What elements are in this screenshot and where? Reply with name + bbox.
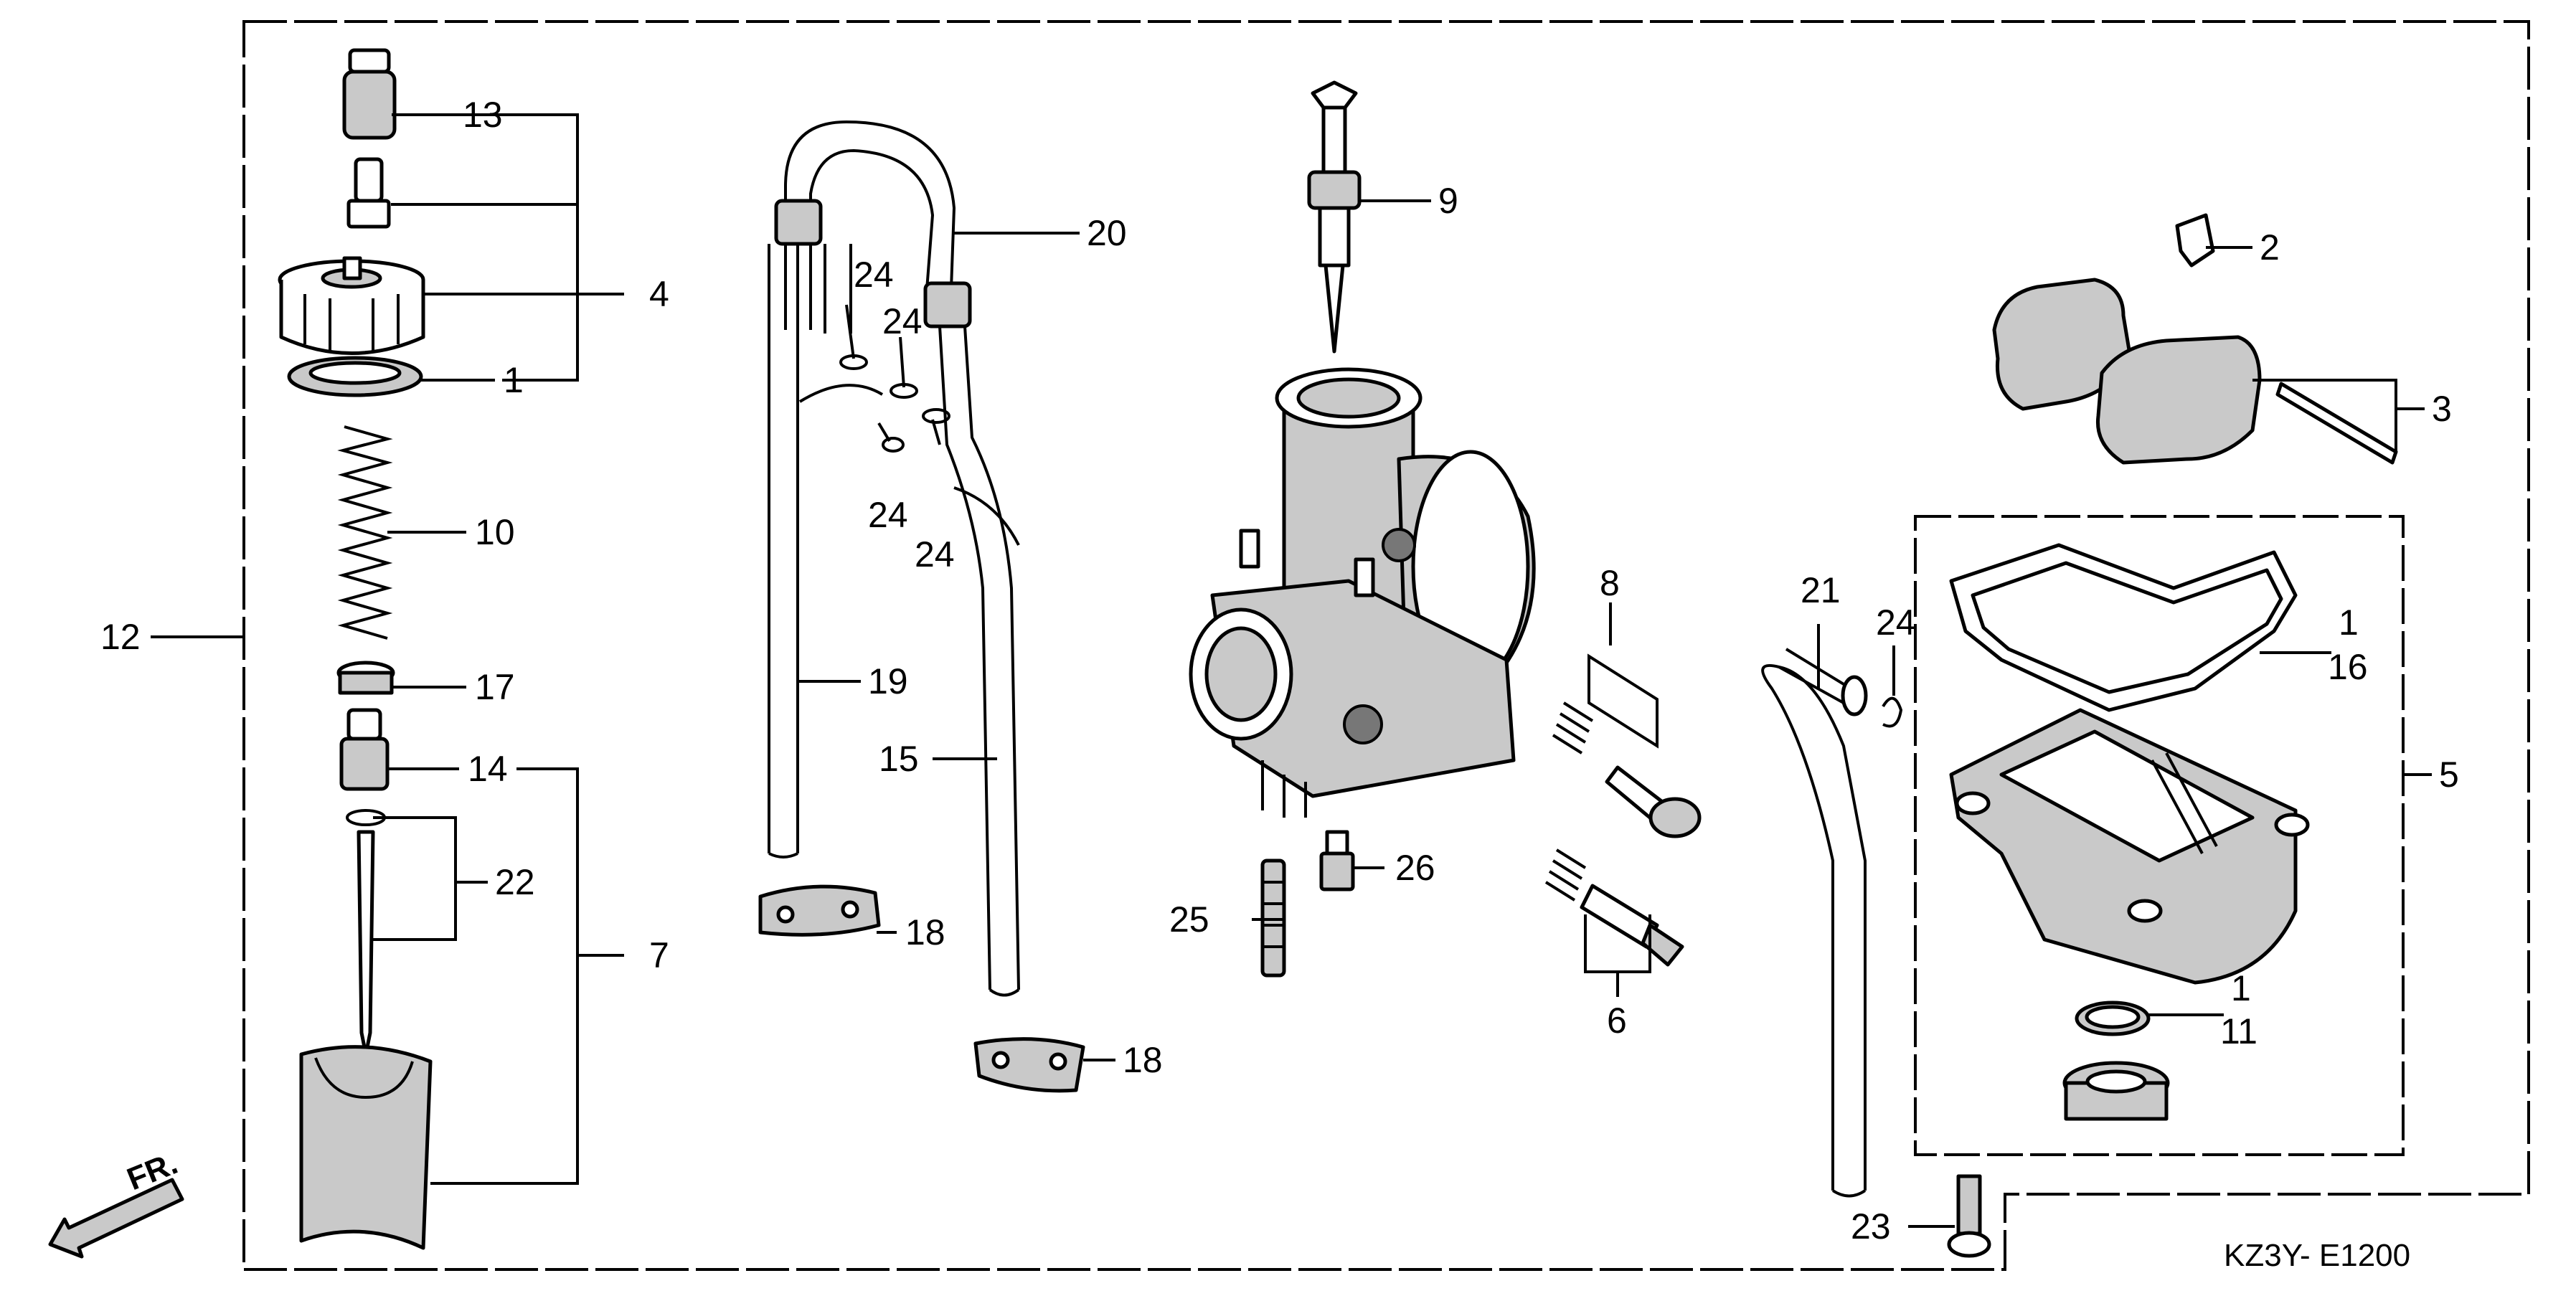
callout-1-gasket: 1 xyxy=(2339,602,2359,643)
callout-23: 23 xyxy=(1851,1206,1891,1247)
part-18-plate-lower xyxy=(973,1037,1085,1093)
callout-20: 20 xyxy=(1087,213,1127,253)
callout-21: 21 xyxy=(1801,570,1841,610)
callout-24-a: 24 xyxy=(854,255,894,295)
callout-6: 6 xyxy=(1607,1001,1627,1041)
callout-7: 7 xyxy=(649,935,669,975)
part-2-float-valve xyxy=(2175,213,2215,268)
callout-25: 25 xyxy=(1169,899,1209,940)
callout-15: 15 xyxy=(879,739,919,779)
callout-24-b: 24 xyxy=(882,301,923,341)
part-6-stop-screw xyxy=(1544,848,1684,967)
part-7-throttle-valve xyxy=(299,1045,433,1250)
diagram-code: KZ3Y- E1200 xyxy=(2224,1238,2410,1273)
part-10-spring xyxy=(337,425,393,640)
callout-8: 8 xyxy=(1600,563,1620,603)
part-22-jet-needle xyxy=(346,809,386,1056)
callout-12: 12 xyxy=(100,617,141,657)
callout-17: 17 xyxy=(475,667,515,707)
callout-1-top: 1 xyxy=(504,360,524,400)
leader-lines xyxy=(151,113,2432,1228)
callout-4: 4 xyxy=(649,274,669,314)
part-3-float xyxy=(1992,278,2398,465)
callout-10: 10 xyxy=(475,512,515,552)
callout-2: 2 xyxy=(2260,227,2280,268)
callout-16: 16 xyxy=(2328,647,2368,687)
part-21-overflow-tube xyxy=(1761,648,1903,1198)
adjuster-screw xyxy=(346,157,391,229)
part-4-top-cover xyxy=(278,256,425,397)
callout-11: 11 xyxy=(2220,1011,2257,1051)
callout-26: 26 xyxy=(1395,848,1435,888)
cap-valve-assembly xyxy=(278,48,433,1250)
callout-19: 19 xyxy=(868,661,908,701)
part-26-main-jet xyxy=(1319,830,1355,891)
carburetor-body xyxy=(1189,80,1536,818)
callout-9: 9 xyxy=(1438,181,1458,221)
front-direction-arrow: FR. xyxy=(48,1145,184,1259)
callout-13: 13 xyxy=(463,95,503,135)
callout-24-c: 24 xyxy=(868,495,908,535)
callout-labels: 13 4 1 10 12 17 14 22 7 20 24 24 24 24 1… xyxy=(100,95,2459,1273)
callout-18-a: 18 xyxy=(905,912,945,952)
part-5-float-chamber xyxy=(1949,543,2310,1121)
callout-1-oring: 1 xyxy=(2231,968,2251,1008)
part-9-starter-plunger xyxy=(1307,80,1362,354)
assembly-frame xyxy=(242,20,2530,1271)
part-17-retainer xyxy=(336,661,395,695)
callout-14: 14 xyxy=(468,749,508,789)
part-14-holder xyxy=(339,708,390,791)
part-8-air-screw xyxy=(1552,653,1702,838)
part-18-plate xyxy=(758,884,881,937)
part-23-bolt xyxy=(1947,1174,1991,1258)
callout-24-d: 24 xyxy=(915,534,955,574)
breather-tubes xyxy=(758,120,1085,1093)
callout-3: 3 xyxy=(2432,389,2452,429)
callout-24-e: 24 xyxy=(1876,602,1916,643)
callout-22: 22 xyxy=(495,862,535,902)
callout-18-b: 18 xyxy=(1123,1040,1163,1080)
part-13-cap xyxy=(342,48,397,140)
callout-5: 5 xyxy=(2439,755,2459,795)
